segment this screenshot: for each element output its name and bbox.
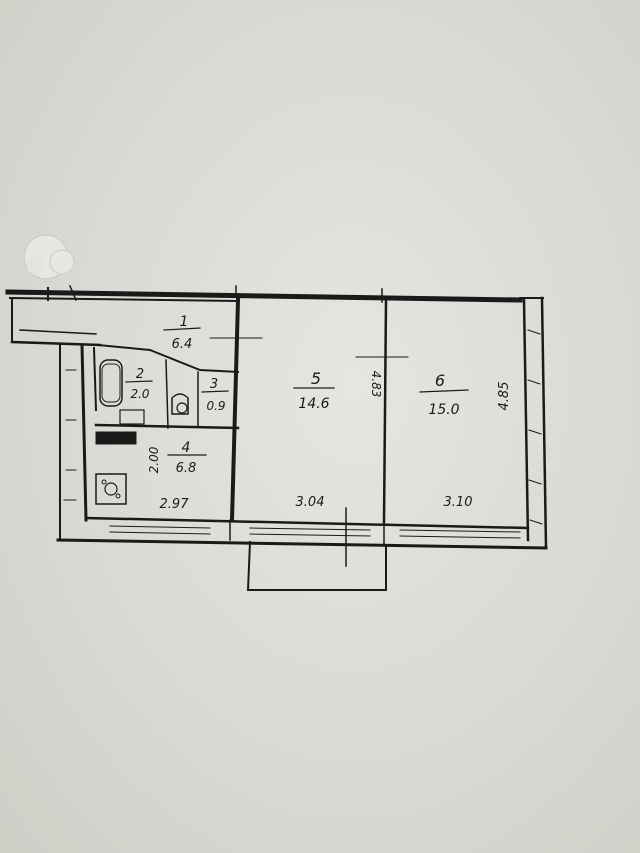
kitchen-stove: [95, 473, 127, 505]
room-2-area: 2.0: [130, 387, 149, 401]
watermark-logo: [23, 234, 75, 280]
dim-kitchen-width: 2.97: [160, 497, 190, 512]
bottom-outer-wall: [56, 516, 548, 550]
room-2-number: 2: [136, 367, 144, 382]
room-5-area: 14.6: [298, 396, 329, 412]
room-6-number: 6: [435, 371, 445, 390]
room-4-area: 6.8: [176, 461, 197, 476]
right-outer-wall: [519, 296, 548, 550]
dim-kitchen-depth: 2.00: [147, 446, 161, 473]
room-1-area: 6.4: [172, 337, 193, 352]
dim-room5-width: 3.04: [296, 495, 325, 510]
room-3-number: 3: [210, 377, 218, 392]
room-1-number: 1: [180, 314, 189, 330]
room-5-number: 5: [311, 369, 321, 388]
left-outer-wall: [59, 343, 88, 541]
balcony: [246, 507, 387, 591]
top-wall: [5, 285, 523, 303]
entrance-walls: [10, 299, 102, 347]
room-4-number: 4: [182, 440, 191, 456]
room-6-area: 15.0: [428, 402, 459, 418]
partition-walls: [92, 297, 409, 524]
room-3-area: 0.9: [206, 399, 225, 413]
dim-room6-width: 3.10: [444, 495, 473, 510]
dim-room6-depth: 4.85: [497, 382, 512, 411]
bathroom-fixtures: [95, 359, 189, 445]
dim-room5-depth: 4.83: [369, 371, 383, 398]
label-fraction-bars: [125, 327, 469, 456]
